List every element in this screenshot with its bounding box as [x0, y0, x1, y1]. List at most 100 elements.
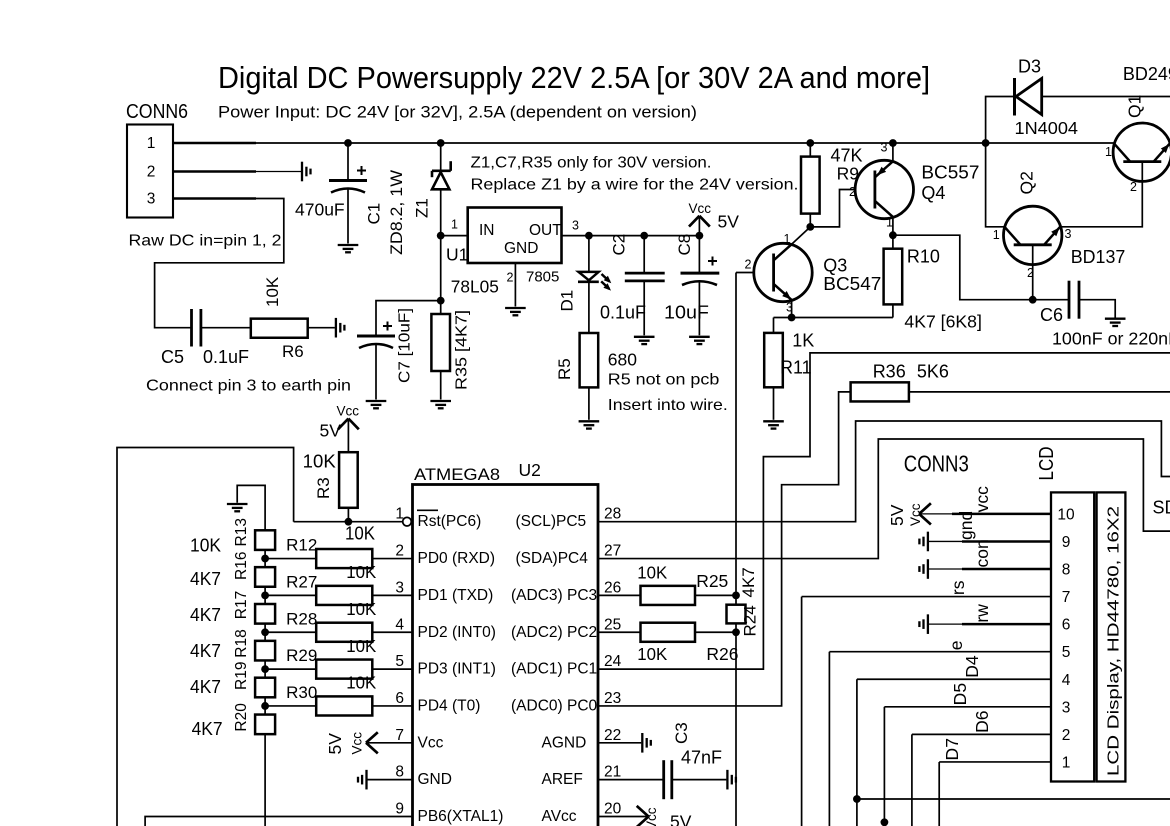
svg-text:6: 6: [1062, 617, 1071, 634]
svg-text:Z1: Z1: [413, 198, 432, 218]
svg-text:5V: 5V: [718, 212, 740, 232]
svg-text:U2: U2: [519, 460, 541, 480]
svg-text:R3: R3: [314, 477, 333, 499]
svg-text:Vcc: Vcc: [418, 734, 444, 751]
svg-text:Digital DC Powersupply 22V 2.5: Digital DC Powersupply 22V 2.5A [or 30V …: [218, 60, 930, 95]
svg-text:3: 3: [1065, 227, 1072, 241]
svg-text:20: 20: [604, 801, 622, 818]
svg-text:8: 8: [1062, 562, 1071, 579]
svg-text:R5: R5: [555, 358, 574, 380]
svg-text:R36: R36: [873, 362, 906, 382]
svg-text:5K6: 5K6: [917, 362, 949, 382]
svg-text:100nF or 220nF: 100nF or 220nF: [1052, 329, 1170, 349]
svg-text:5: 5: [395, 653, 404, 670]
svg-text:10K: 10K: [346, 636, 376, 656]
svg-text:47K: 47K: [831, 146, 863, 166]
svg-text:10uF: 10uF: [664, 303, 709, 323]
svg-text:(SCL)PC5: (SCL)PC5: [516, 513, 587, 530]
svg-text:3: 3: [572, 219, 579, 233]
svg-text:(ADC1) PC1: (ADC1) PC1: [511, 661, 597, 678]
svg-text:PB6(XTAL1): PB6(XTAL1): [418, 808, 504, 825]
svg-text:4K7: 4K7: [190, 569, 221, 589]
svg-text:CONN3: CONN3: [904, 451, 969, 477]
svg-text:R19: R19: [233, 662, 250, 690]
svg-text:2: 2: [1062, 727, 1071, 744]
svg-text:C8: C8: [675, 234, 694, 256]
svg-text:5: 5: [1062, 644, 1071, 661]
svg-text:vcc: vcc: [972, 486, 992, 513]
svg-text:1N4004: 1N4004: [1015, 118, 1079, 138]
svg-text:10: 10: [1057, 506, 1075, 523]
svg-text:C1: C1: [365, 203, 384, 225]
svg-text:680: 680: [608, 350, 637, 370]
svg-text:OUT: OUT: [529, 222, 562, 239]
svg-text:28: 28: [604, 506, 621, 523]
svg-text:9: 9: [395, 801, 404, 818]
svg-text:R35 [4K7]: R35 [4K7]: [454, 310, 471, 390]
svg-text:10K: 10K: [637, 644, 667, 664]
svg-text:1: 1: [886, 216, 893, 230]
svg-text:SDA: SDA: [1153, 498, 1170, 518]
svg-text:Rst(PC6): Rst(PC6): [418, 513, 482, 530]
svg-text:Vcc: Vcc: [350, 732, 365, 755]
svg-text:25: 25: [604, 616, 621, 633]
svg-text:10K: 10K: [303, 452, 336, 472]
svg-text:C3: C3: [672, 722, 691, 744]
svg-text:2: 2: [745, 258, 752, 272]
svg-text:8: 8: [395, 764, 404, 781]
svg-text:C5: C5: [161, 347, 184, 367]
svg-text:R26: R26: [706, 644, 738, 664]
svg-text:3: 3: [147, 191, 156, 208]
svg-text:PD1 (TXD): PD1 (TXD): [418, 587, 494, 604]
svg-text:Vcc: Vcc: [908, 503, 923, 526]
svg-text:R12: R12: [286, 536, 317, 555]
svg-text:2: 2: [1027, 266, 1034, 280]
svg-text:2: 2: [507, 271, 514, 285]
svg-text:6: 6: [395, 690, 404, 707]
svg-text:Vcc: Vcc: [644, 807, 659, 826]
svg-text:PD2 (INT0): PD2 (INT0): [418, 624, 496, 641]
svg-text:2: 2: [849, 185, 856, 199]
svg-text:10K: 10K: [346, 599, 376, 619]
svg-text:78L05: 78L05: [451, 277, 499, 297]
svg-text:R17: R17: [233, 591, 250, 619]
svg-text:R24: R24: [741, 605, 760, 636]
svg-text:Raw DC in=pin 1, 2: Raw DC in=pin 1, 2: [129, 233, 282, 250]
svg-text:C6: C6: [1040, 305, 1063, 325]
svg-text:Connect pin 3 to earth pin: Connect pin 3 to earth pin: [146, 378, 351, 395]
svg-text:26: 26: [604, 579, 621, 596]
svg-text:22: 22: [604, 727, 621, 744]
svg-text:(ADC0) PC0: (ADC0) PC0: [511, 697, 598, 714]
svg-text:LCD: LCD: [1036, 447, 1058, 481]
svg-text:D4: D4: [962, 655, 982, 678]
svg-text:5V: 5V: [325, 733, 345, 755]
svg-text:Power Input: DC 24V [or 32V],: Power Input: DC 24V [or 32V], 2.5A (depe…: [218, 104, 697, 122]
svg-text:R29: R29: [286, 646, 317, 665]
svg-text:R27: R27: [286, 572, 317, 591]
svg-text:4K7: 4K7: [190, 605, 221, 625]
svg-text:R6: R6: [282, 342, 304, 361]
svg-text:gnd: gnd: [956, 511, 976, 540]
svg-text:1: 1: [993, 228, 1000, 242]
svg-text:Q3: Q3: [823, 256, 847, 276]
svg-text:C2: C2: [610, 234, 629, 256]
svg-text:4K7 [6K8]: 4K7 [6K8]: [904, 312, 982, 332]
svg-text:5V: 5V: [320, 421, 342, 441]
svg-text:1: 1: [1062, 754, 1071, 771]
svg-text:C7 [10uF]: C7 [10uF]: [397, 308, 414, 383]
svg-text:GND: GND: [418, 771, 452, 788]
svg-text:D3: D3: [1018, 57, 1041, 77]
svg-text:10K: 10K: [346, 673, 376, 693]
svg-text:CONN6: CONN6: [126, 101, 188, 123]
svg-text:AREF: AREF: [542, 771, 583, 788]
svg-text:3: 3: [1062, 699, 1071, 716]
svg-text:2: 2: [147, 164, 156, 181]
svg-text:Vcc: Vcc: [689, 201, 712, 216]
svg-text:3: 3: [395, 579, 404, 596]
svg-text:R28: R28: [286, 609, 317, 628]
svg-text:470uF: 470uF: [295, 200, 345, 220]
svg-text:AGND: AGND: [542, 734, 587, 751]
svg-text:4K7: 4K7: [190, 641, 221, 661]
svg-text:4K7: 4K7: [192, 719, 223, 739]
svg-text:24: 24: [604, 653, 622, 670]
